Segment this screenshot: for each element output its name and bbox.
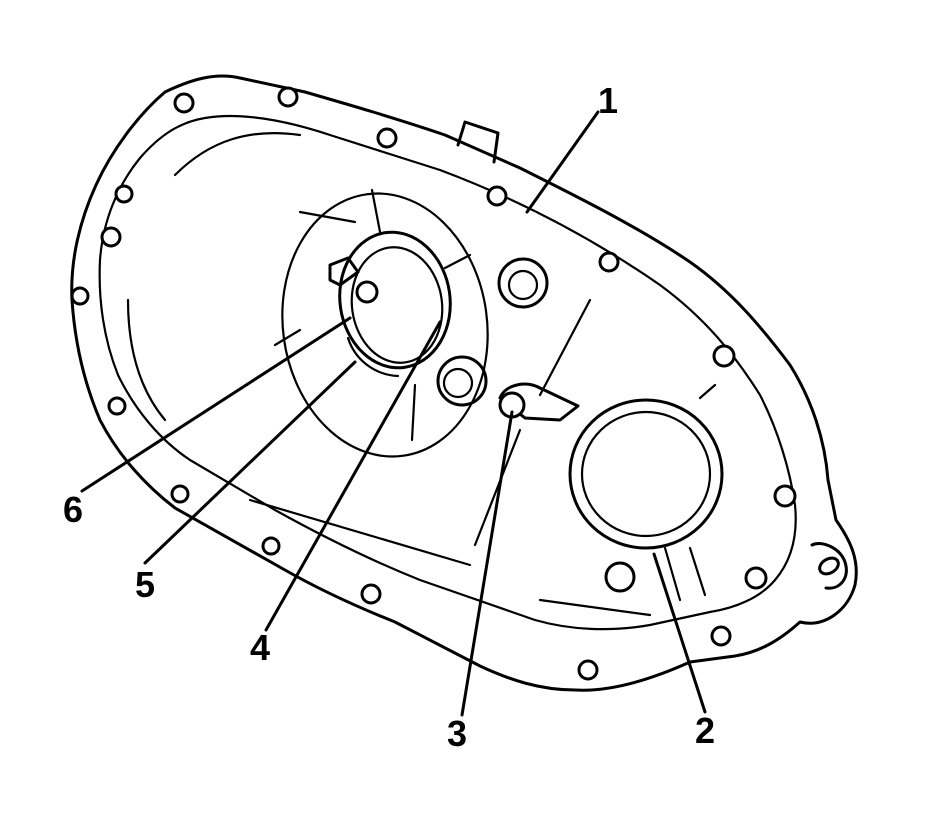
- bolt-holes: [70, 86, 797, 681]
- mounting-ear: [810, 542, 848, 590]
- bolt-hole: [170, 484, 190, 504]
- bolt-hole: [70, 286, 90, 306]
- output-bearing-race: [580, 410, 712, 538]
- output-bore-boss: [568, 398, 724, 550]
- bolt-hole: [261, 536, 281, 556]
- fork-shaft-boss: [498, 382, 580, 422]
- middle-boss-bore: [442, 367, 474, 399]
- input-seal-outer: [338, 230, 452, 370]
- bolt-hole: [114, 184, 134, 204]
- callout-5: 5: [135, 564, 155, 605]
- leader-6: [80, 316, 352, 493]
- boss-ribs: [273, 188, 472, 442]
- bolt-hole: [577, 659, 599, 681]
- cavity-wall: [126, 132, 652, 617]
- output-dowel: [604, 561, 636, 593]
- input-snap-ring: [346, 336, 400, 378]
- bolt-hole: [773, 484, 797, 508]
- bolt-hole: [107, 396, 127, 416]
- input-bore-boss: [281, 192, 489, 458]
- breather-tab: [456, 120, 500, 164]
- bolt-hole: [173, 92, 195, 114]
- housing-inner-flange: [98, 114, 797, 631]
- leader-4: [264, 320, 442, 632]
- oil-tang-hole: [355, 280, 379, 304]
- output-ribs: [663, 383, 717, 602]
- middle-boss: [436, 355, 488, 407]
- upper-boss-bore: [507, 269, 539, 301]
- callout-3: 3: [447, 713, 467, 754]
- bolt-hole: [360, 583, 382, 605]
- input-bearing-race: [350, 246, 444, 364]
- leader-3: [460, 410, 514, 717]
- oil-tang: [328, 256, 360, 287]
- mounting-ear-hole: [818, 556, 840, 576]
- cavity-rib: [473, 298, 592, 547]
- bolt-hole: [598, 251, 620, 273]
- leader-5: [143, 360, 357, 565]
- bolt-hole: [744, 566, 768, 590]
- callout-1: 1: [598, 80, 618, 121]
- bolt-hole: [712, 344, 736, 368]
- callout-4: 4: [250, 627, 270, 668]
- bolt-hole: [486, 185, 508, 207]
- bolt-hole: [277, 86, 299, 108]
- bolt-hole: [100, 226, 122, 248]
- callout-6: 6: [63, 489, 83, 530]
- callout-2: 2: [695, 710, 715, 751]
- leader-2: [652, 552, 707, 714]
- bolt-hole: [710, 625, 732, 647]
- bolt-hole: [376, 127, 398, 149]
- housing-outer-flange: [70, 74, 858, 692]
- upper-boss: [497, 257, 549, 309]
- leader-1: [525, 110, 600, 214]
